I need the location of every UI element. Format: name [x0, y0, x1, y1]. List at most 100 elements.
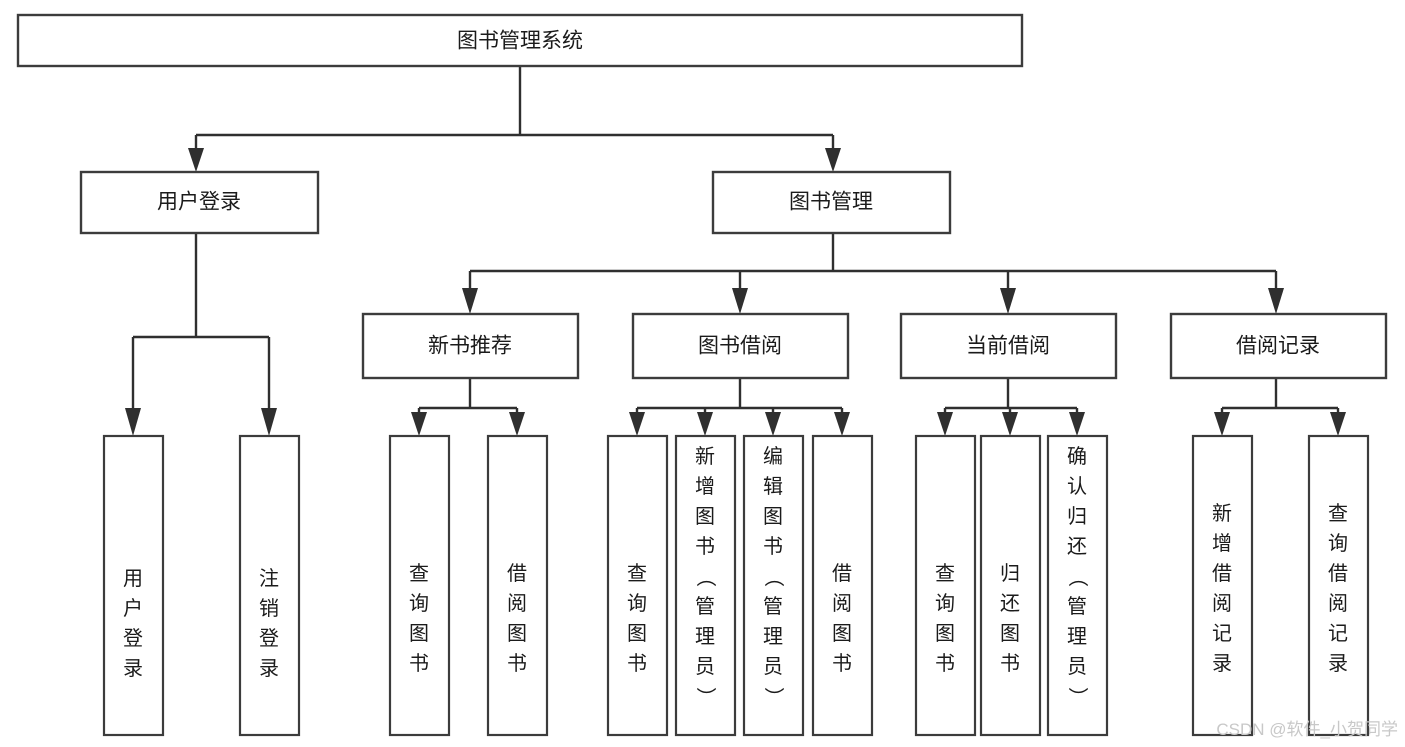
node-leaf-query-book-2-box[interactable]: [606, 434, 669, 737]
arrow-leaf-query-book-3: [937, 412, 953, 436]
node-user-login-box[interactable]: [79, 170, 320, 235]
node-book-borrow-label: 图书借阅: [698, 335, 782, 358]
arrow-leaf-query-book-1: [411, 412, 427, 436]
svg-text:查: 查: [1328, 502, 1348, 525]
node-leaf-borrow-book-1-box[interactable]: [486, 434, 549, 737]
node-book-borrow[interactable]: 图书借阅: [631, 312, 850, 380]
arrow-new-book-recommend: [462, 288, 478, 314]
node-leaf-user-login-label: 用户登录: [123, 568, 143, 680]
svg-text:）: ）: [694, 687, 717, 707]
node-current-borrow[interactable]: 当前借阅: [899, 312, 1118, 380]
node-leaf-return-book-box[interactable]: [979, 434, 1042, 737]
node-book-manage-box[interactable]: [711, 170, 952, 235]
node-new-book-recommend[interactable]: 新书推荐: [361, 312, 580, 380]
arrow-leaf-return-book: [1002, 412, 1018, 436]
svg-text:图: 图: [832, 623, 852, 645]
node-book-borrow-box[interactable]: [631, 312, 850, 380]
arrow-current-borrow: [1000, 288, 1016, 314]
watermark-label: CSDN @软件_小贺同学: [1216, 720, 1398, 739]
node-leaf-borrow-book-2-box[interactable]: [811, 434, 874, 737]
svg-text:管: 管: [695, 595, 715, 618]
svg-text:图: 图: [507, 623, 527, 645]
node-leaf-confirm-return-box[interactable]: [1046, 434, 1109, 737]
svg-text:借: 借: [507, 562, 527, 585]
svg-text:录: 录: [123, 658, 143, 680]
svg-text:阅: 阅: [1212, 592, 1232, 615]
svg-text:阅: 阅: [507, 592, 527, 615]
arrow-book-borrow: [732, 288, 748, 314]
svg-text:图: 图: [1000, 623, 1020, 645]
svg-text:新: 新: [1212, 502, 1232, 525]
node-leaf-user-logout-box[interactable]: [238, 434, 301, 737]
svg-text:书: 书: [935, 652, 955, 675]
svg-text:管: 管: [1067, 595, 1087, 618]
node-root[interactable]: 图书管理系统: [16, 13, 1024, 68]
svg-text:图: 图: [627, 623, 647, 645]
svg-text:借: 借: [832, 562, 852, 585]
node-borrow-record[interactable]: 借阅记录: [1169, 312, 1388, 380]
svg-text:录: 录: [259, 658, 279, 680]
node-leaf-user-login-box[interactable]: [102, 434, 165, 737]
svg-text:询: 询: [409, 592, 429, 615]
arrow-leaf-query-record: [1330, 412, 1346, 436]
svg-text:编: 编: [763, 445, 783, 468]
node-leaf-edit-book-box[interactable]: [742, 434, 805, 737]
svg-text:阅: 阅: [832, 592, 852, 615]
svg-text:员: 员: [763, 656, 783, 678]
node-leaf-user-login[interactable]: 用户登录: [102, 434, 165, 737]
node-user-login-label: 用户登录: [157, 191, 241, 214]
node-leaf-query-record-box[interactable]: [1307, 434, 1370, 737]
svg-text:图: 图: [935, 623, 955, 645]
svg-text:理: 理: [1067, 626, 1087, 648]
node-user-login[interactable]: 用户登录: [79, 170, 320, 235]
node-root-label: 图书管理系统: [457, 30, 583, 53]
svg-text:图: 图: [763, 506, 783, 528]
node-root-box[interactable]: [16, 13, 1024, 68]
node-leaf-add-record-box[interactable]: [1191, 434, 1254, 737]
node-borrow-record-box[interactable]: [1169, 312, 1388, 380]
svg-text:记: 记: [1328, 622, 1348, 645]
svg-text:书: 书: [1000, 652, 1020, 675]
svg-text:新: 新: [695, 445, 715, 468]
svg-text:图: 图: [409, 623, 429, 645]
svg-text:书: 书: [627, 652, 647, 675]
node-leaf-query-book-3-box[interactable]: [914, 434, 977, 737]
svg-text:确: 确: [1067, 445, 1087, 468]
node-new-book-recommend-box[interactable]: [361, 312, 580, 380]
svg-text:员: 员: [695, 656, 715, 678]
svg-text:阅: 阅: [1328, 592, 1348, 615]
svg-text:查: 查: [409, 562, 429, 585]
arrow-leaf-add-book: [697, 412, 713, 436]
svg-text:（: （: [694, 567, 717, 587]
node-leaf-query-book-1-box[interactable]: [388, 434, 451, 737]
node-leaf-add-book-box[interactable]: [674, 434, 737, 737]
svg-text:认: 认: [1067, 475, 1087, 498]
arrow-to-book-manage: [825, 148, 841, 172]
svg-text:户: 户: [123, 597, 143, 620]
svg-text:记: 记: [1212, 622, 1232, 645]
node-book-manage[interactable]: 图书管理: [711, 170, 952, 235]
node-current-borrow-box[interactable]: [899, 312, 1118, 380]
arrow-leaf-edit-book: [765, 412, 781, 436]
svg-text:借: 借: [1212, 562, 1232, 585]
svg-text:归: 归: [1000, 562, 1020, 585]
svg-text:查: 查: [935, 562, 955, 585]
svg-text:注: 注: [259, 567, 279, 590]
